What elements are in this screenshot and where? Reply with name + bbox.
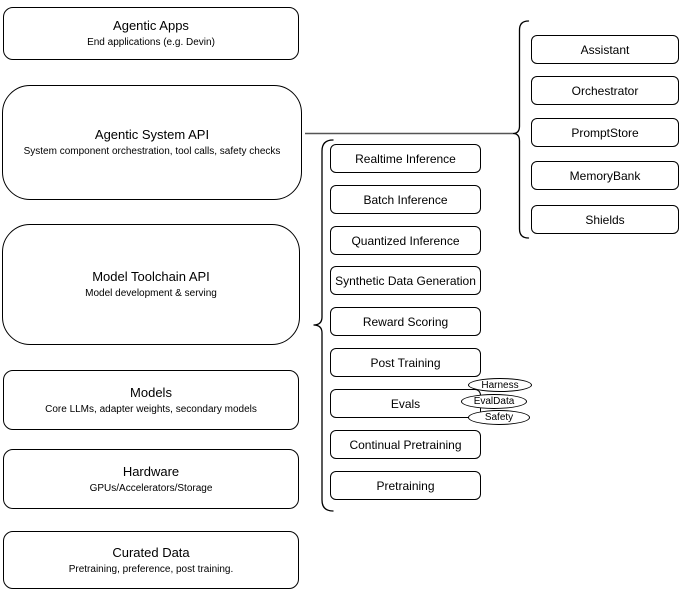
node-pretraining: Pretraining xyxy=(330,471,481,500)
box-agentic-apps-subtitle: End applications (e.g. Devin) xyxy=(87,37,215,48)
box-agentic-system-api-subtitle: System component orchestration, tool cal… xyxy=(23,146,281,157)
box-agentic-system-api-title: Agentic System API xyxy=(94,127,210,142)
node-orchestrator: Orchestrator xyxy=(531,76,679,105)
tag-harness: Harness xyxy=(468,378,532,392)
node-assistant: Assistant xyxy=(531,35,679,64)
node-post-training: Post Training xyxy=(330,348,481,377)
node-batch-inference: Batch Inference xyxy=(330,185,481,214)
node-promptstore: PromptStore xyxy=(531,118,679,147)
box-hardware-title: Hardware xyxy=(122,463,180,479)
box-agentic-apps-title: Agentic Apps xyxy=(113,18,189,33)
node-continual-pretraining: Continual Pretraining xyxy=(330,430,481,459)
tag-safety: Safety xyxy=(468,410,530,425)
box-agentic-apps: Agentic Apps End applications (e.g. Devi… xyxy=(3,7,299,60)
box-curated-data: Curated Data Pretraining, preference, po… xyxy=(3,531,299,589)
box-models-title: Models xyxy=(130,384,172,400)
node-quantized-inference: Quantized Inference xyxy=(330,226,481,255)
node-memorybank: MemoryBank xyxy=(531,161,679,190)
box-hardware: Hardware GPUs/Accelerators/Storage xyxy=(3,449,299,509)
tag-evaldata: EvalData xyxy=(461,394,527,409)
node-shields: Shields xyxy=(531,205,679,234)
box-curated-data-subtitle: Pretraining, preference, post training. xyxy=(68,563,234,575)
box-hardware-subtitle: GPUs/Accelerators/Storage xyxy=(89,482,213,494)
box-curated-data-title: Curated Data xyxy=(112,544,190,560)
node-reward-scoring: Reward Scoring xyxy=(330,307,481,336)
box-model-toolchain-api-subtitle: Model development & serving xyxy=(85,288,217,299)
box-models: Models Core LLMs, adapter weights, secon… xyxy=(3,370,299,430)
box-models-subtitle: Core LLMs, adapter weights, secondary mo… xyxy=(45,403,257,415)
box-model-toolchain-api-title: Model Toolchain API xyxy=(92,269,210,284)
box-model-toolchain-api: Model Toolchain API Model development & … xyxy=(2,224,300,345)
brace-system-components xyxy=(512,20,530,239)
node-realtime-inference: Realtime Inference xyxy=(330,144,481,173)
box-agentic-system-api: Agentic System API System component orch… xyxy=(2,85,302,200)
node-synthetic-data-generation: Synthetic Data Generation xyxy=(330,266,481,295)
node-evals: Evals xyxy=(330,389,481,418)
